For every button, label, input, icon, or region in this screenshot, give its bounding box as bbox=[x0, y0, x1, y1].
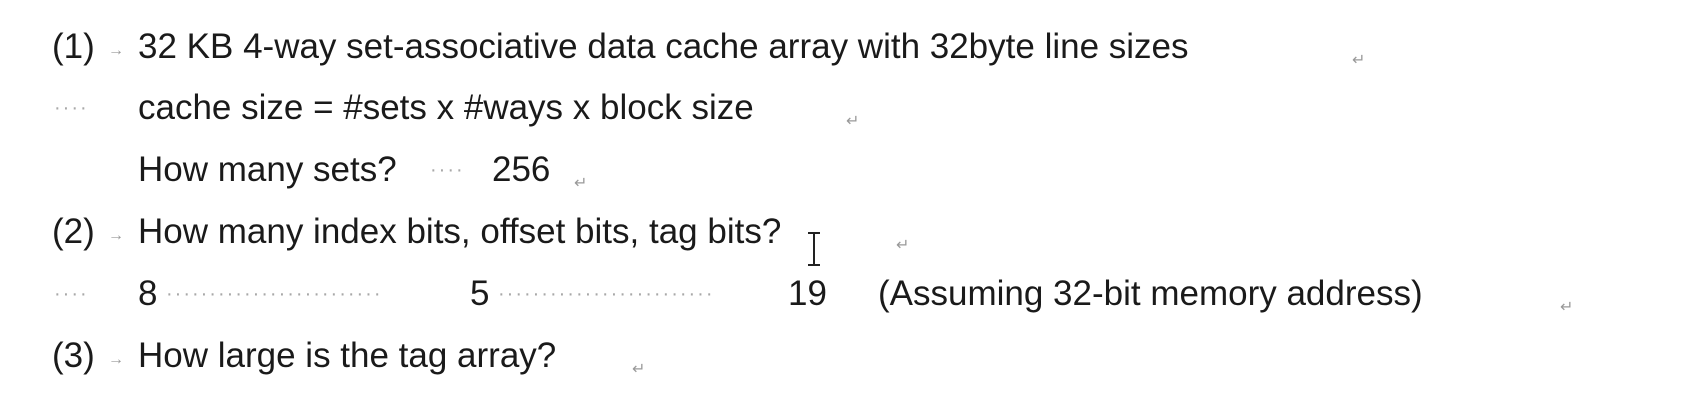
i-beam-cursor-icon bbox=[808, 232, 820, 266]
sets-question-text: How many sets? bbox=[138, 150, 397, 189]
space-dots: ························· bbox=[498, 283, 715, 305]
formula-text: cache size = #sets x #ways x block size bbox=[138, 88, 754, 127]
indent-dots: ···· bbox=[54, 97, 89, 119]
offset-bits-answer: 5 bbox=[470, 274, 490, 313]
tab-mark: → bbox=[108, 351, 124, 368]
indent-dots: ···· bbox=[54, 283, 89, 305]
question-1-label: (1) bbox=[52, 27, 95, 66]
paragraph-mark: ↵ bbox=[1352, 52, 1366, 69]
sets-answer: 256 bbox=[492, 150, 551, 189]
question-2-label: (2) bbox=[52, 212, 95, 251]
question-3-text: How large is the tag array? bbox=[138, 336, 557, 375]
paragraph-mark: ↵ bbox=[632, 361, 646, 378]
index-bits-answer: 8 bbox=[138, 274, 158, 313]
space-dots: ···· bbox=[430, 159, 465, 181]
tag-bits-answer: 19 bbox=[788, 274, 827, 313]
tab-mark: → bbox=[108, 227, 124, 244]
address-note: (Assuming 32-bit memory address) bbox=[878, 274, 1423, 313]
tab-mark: → bbox=[108, 42, 124, 59]
question-2-text: How many index bits, offset bits, tag bi… bbox=[138, 212, 782, 251]
paragraph-mark: ↵ bbox=[896, 237, 910, 254]
paragraph-mark: ↵ bbox=[846, 113, 860, 130]
paragraph-mark: ↵ bbox=[574, 175, 588, 192]
space-dots: ························· bbox=[166, 283, 383, 305]
question-1-text: 32 KB 4-way set-associative data cache a… bbox=[138, 27, 1189, 66]
paragraph-mark: ↵ bbox=[1560, 299, 1574, 316]
question-3-label: (3) bbox=[52, 336, 95, 375]
